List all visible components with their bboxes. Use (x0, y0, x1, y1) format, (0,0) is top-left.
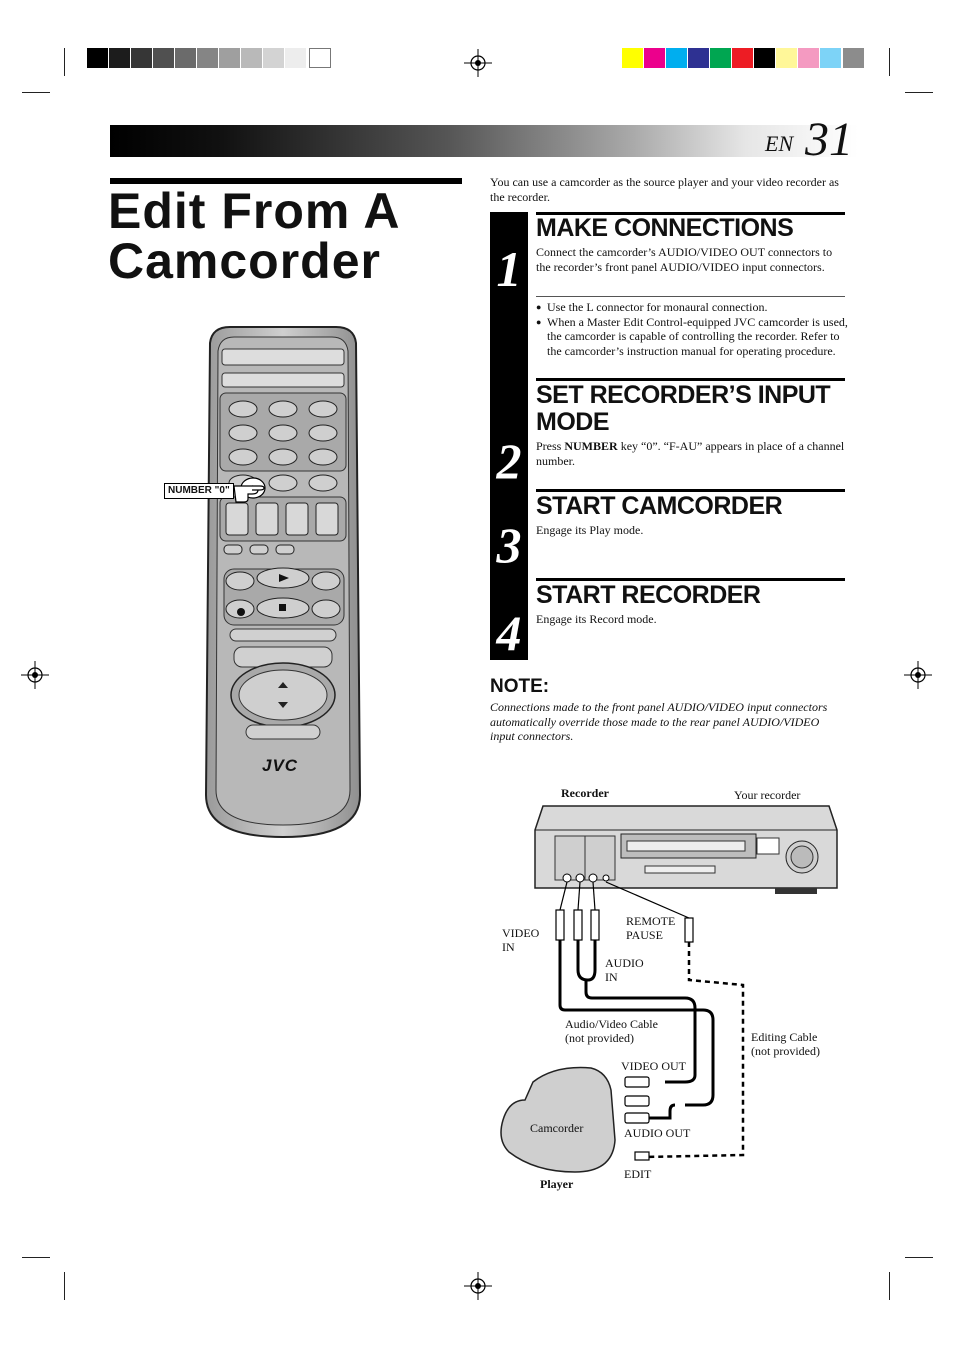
gray-swatch (175, 48, 196, 68)
color-swatch (798, 48, 819, 68)
step-heading: SET RECORDER’S INPUT MODE (536, 381, 831, 436)
page-number: 31 (805, 113, 853, 166)
gray-swatch (241, 48, 262, 68)
audio-in-label: AUDIO IN (605, 956, 644, 984)
header-band (110, 125, 858, 157)
color-swatch (732, 48, 753, 68)
step-number: 4 (496, 605, 522, 661)
gray-swatch (153, 48, 174, 68)
crop-mark (64, 1272, 65, 1300)
your-recorder-label: Your recorder (734, 788, 801, 802)
step-rule (536, 578, 845, 581)
gray-swatch (263, 48, 284, 68)
color-swatch (754, 48, 775, 68)
gray-swatch (219, 48, 240, 68)
crop-mark (22, 1257, 50, 1258)
gray-swatch (109, 48, 130, 68)
color-swatch (776, 48, 797, 68)
step-rule (536, 378, 845, 381)
step-heading: START RECORDER (536, 581, 761, 609)
language-code: EN (765, 131, 794, 156)
number-zero-callout: NUMBER "0" (164, 483, 234, 499)
connection-diagram (500, 805, 838, 1173)
number-key-label: NUMBER (564, 439, 618, 453)
crop-mark (905, 1257, 933, 1258)
pointing-hand-icon (233, 485, 265, 503)
note-heading: NOTE: (490, 676, 550, 697)
editing-cable-label: Editing Cable (not provided) (751, 1030, 820, 1058)
audio-out-label: AUDIO OUT (624, 1126, 691, 1140)
gray-swatch (309, 48, 331, 68)
color-swatch (688, 48, 709, 68)
intro-text: You can use a camcorder as the source pl… (490, 175, 839, 204)
step-body: Connect the camcorder’s AUDIO/VIDEO OUT … (536, 245, 833, 274)
color-swatch (622, 48, 643, 68)
note-body: Connections made to the front panel AUDI… (490, 700, 828, 743)
steps-sidebar (490, 212, 528, 660)
color-swatch (843, 48, 864, 68)
video-out-label: VIDEO OUT (621, 1059, 686, 1073)
step-rule (536, 489, 845, 492)
step-body: Press NUMBER key “0”. “F-AU” appears in … (536, 439, 846, 468)
gray-swatch (131, 48, 152, 68)
step-heading: MAKE CONNECTIONS (536, 214, 794, 242)
color-swatch (710, 48, 731, 68)
camcorder-label: Camcorder (530, 1121, 584, 1135)
registration-crosshair-icon (464, 1272, 492, 1300)
gray-swatch (285, 48, 306, 68)
crop-mark (64, 48, 65, 76)
gray-swatch (87, 48, 108, 68)
crop-mark (905, 92, 933, 93)
video-in-label: VIDEO IN (502, 926, 540, 954)
av-cable-label: Audio/Video Cable (not provided) (565, 1017, 658, 1045)
crop-mark (22, 92, 50, 93)
registration-crosshair-icon (464, 49, 492, 77)
step-body: Engage its Play mode. (536, 523, 644, 537)
color-swatch (666, 48, 687, 68)
edit-label: EDIT (624, 1167, 652, 1181)
remote-brand-logo: JVC (262, 756, 299, 775)
registration-crosshair-icon (21, 661, 49, 689)
step-body: Engage its Record mode. (536, 612, 657, 626)
gray-swatch (197, 48, 218, 68)
step-divider (536, 296, 845, 297)
step-body-text: key “0”. “F-AU” appears in place of a ch… (536, 439, 845, 468)
step-number: 2 (496, 433, 522, 489)
title-rule (110, 178, 462, 184)
registration-crosshair-icon (904, 661, 932, 689)
crop-mark (889, 48, 890, 76)
step-bullets: Use the L connector for monaural connect… (536, 300, 848, 358)
step-body-text: Press (536, 439, 565, 453)
remote-control-illustration (204, 326, 362, 839)
page-title: Edit From A Camcorder (108, 183, 399, 289)
color-swatch (820, 48, 841, 68)
bullet-item: Use the L connector for monaural connect… (536, 300, 848, 315)
bullet-item: When a Master Edit Control-equipped JVC … (536, 315, 848, 359)
remote-pause-label: REMOTE PAUSE (626, 914, 676, 942)
step-rule (536, 212, 845, 215)
crop-mark (889, 1272, 890, 1300)
step-number: 3 (496, 517, 522, 573)
recorder-label: Recorder (561, 786, 609, 800)
color-swatch (644, 48, 665, 68)
step-number: 1 (496, 241, 522, 297)
step-heading: START CAMCORDER (536, 492, 783, 520)
player-label: Player (540, 1177, 574, 1191)
